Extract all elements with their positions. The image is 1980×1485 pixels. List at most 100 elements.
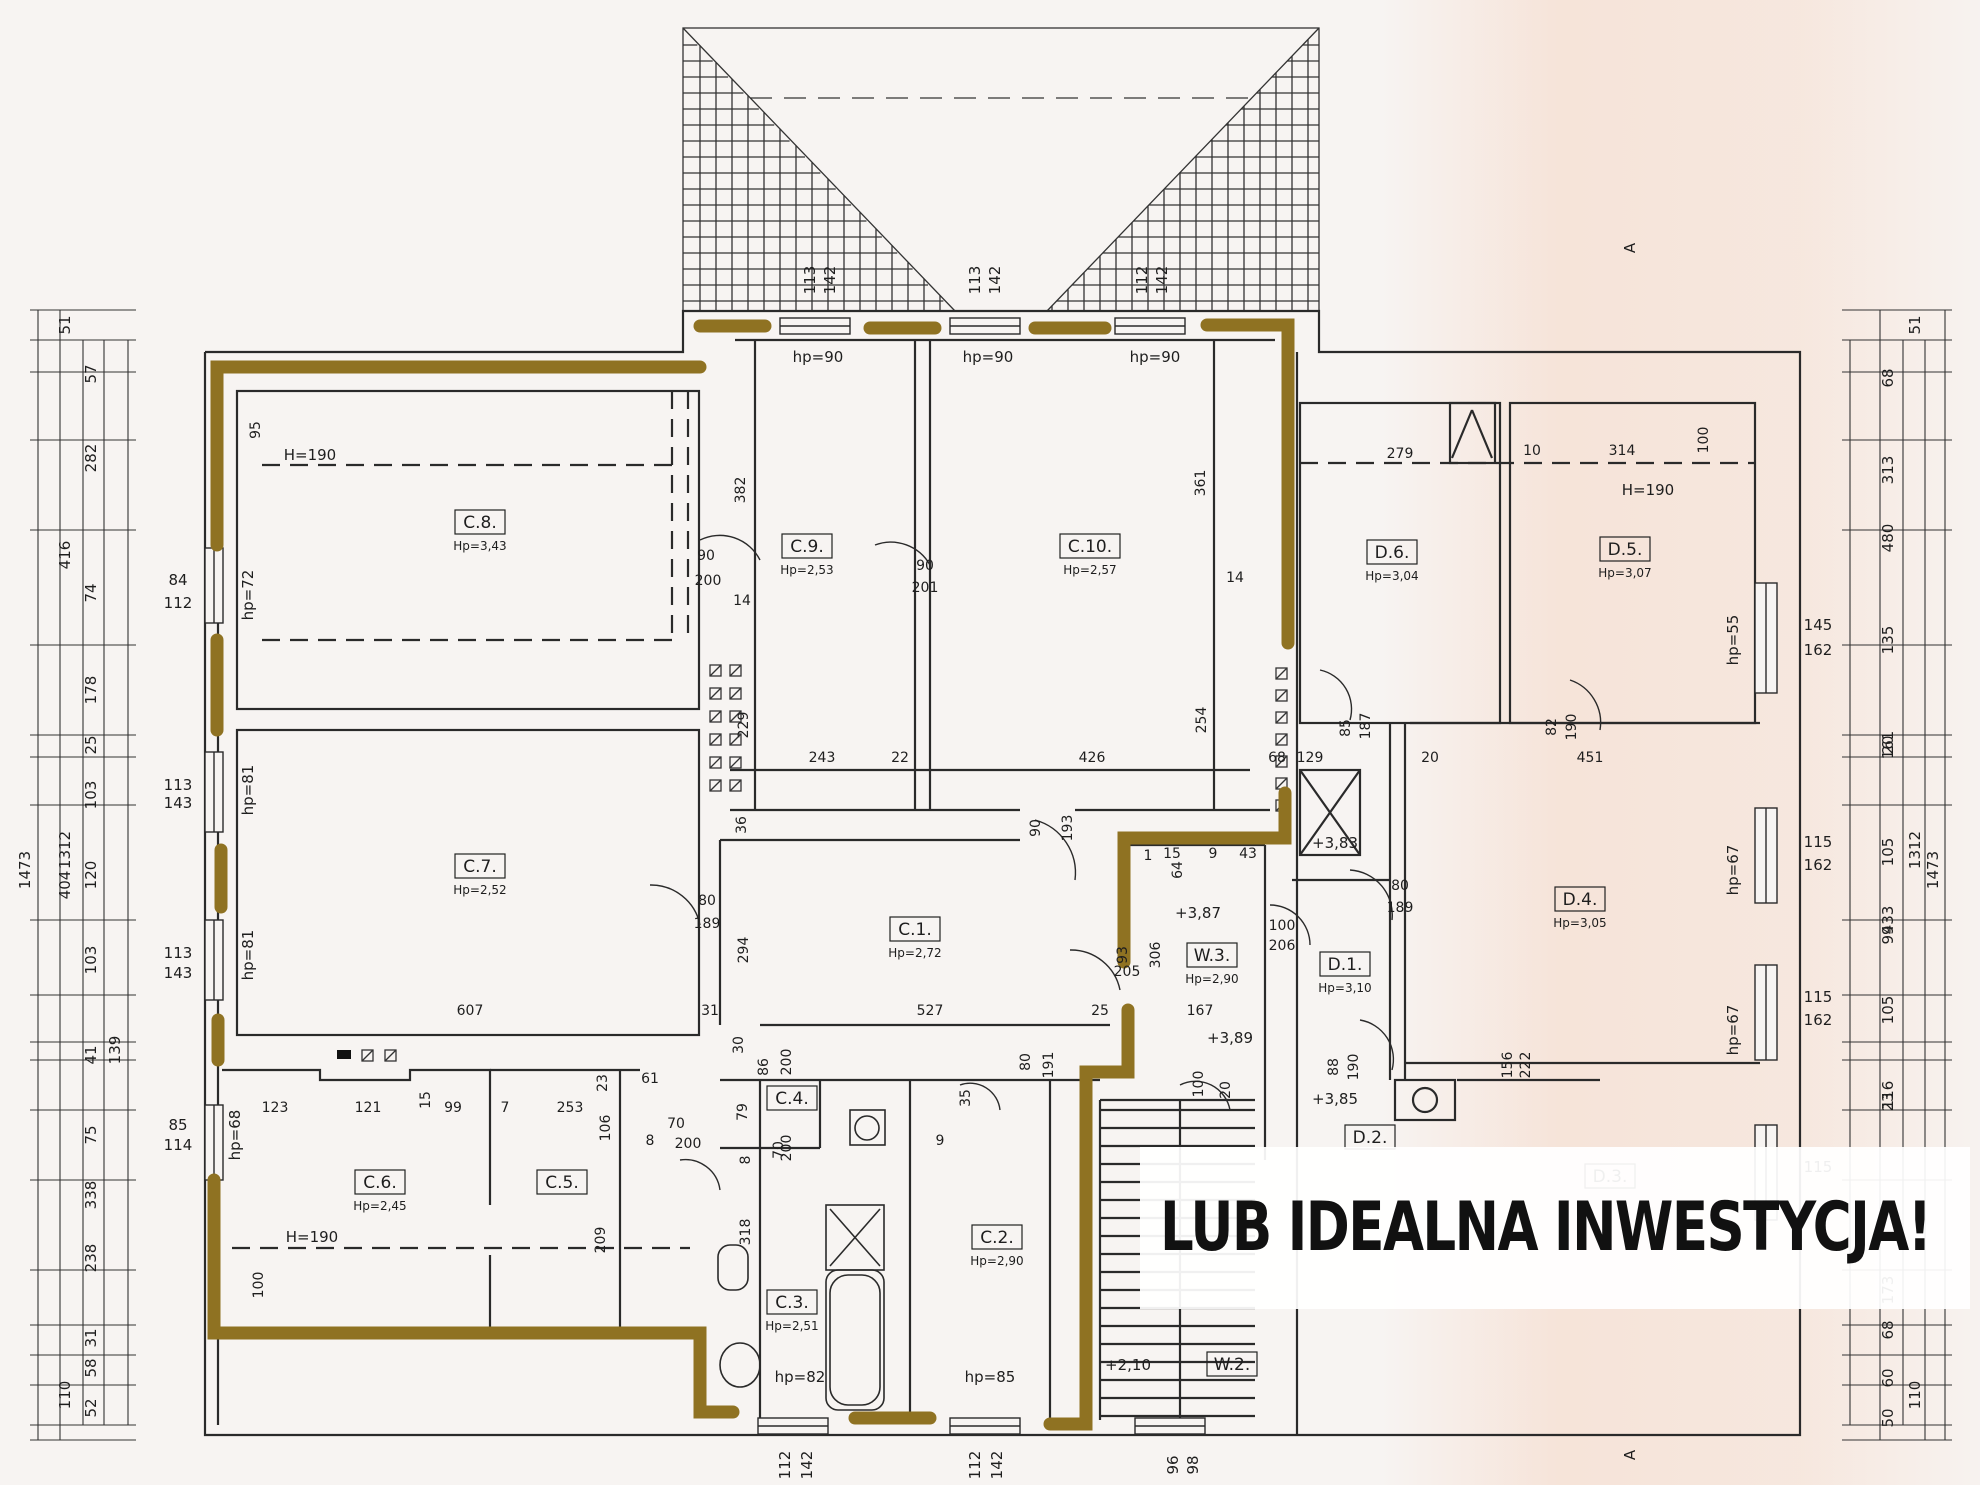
dim-window-left-7: 114: [164, 1136, 193, 1154]
dim-interior-46: 253: [557, 1100, 584, 1116]
dim-interior-78: 64: [1170, 861, 1186, 879]
bath-fixtures: [717, 1109, 886, 1411]
dim-right-10: 105: [1879, 996, 1897, 1025]
room-label-w2: W.2.: [1214, 1355, 1250, 1375]
dim-interior-17: 193: [1060, 815, 1076, 842]
dim-interior-53: 209: [593, 1227, 609, 1254]
dim-interior-25: 93: [1115, 946, 1131, 964]
dim-interior-58: 100: [1696, 427, 1712, 454]
dim-interior-16: 90: [1028, 819, 1044, 837]
dim-interior-9: 229: [736, 712, 752, 739]
dim-left-13: 75: [82, 1125, 100, 1144]
dim-window-left-6: 85: [168, 1116, 187, 1134]
window-sill-8: hp=85: [965, 1368, 1016, 1386]
dim-left-11: 41: [82, 1045, 100, 1064]
dim-left-19: 110: [56, 1381, 74, 1410]
dim-interior-5: 90: [916, 558, 934, 574]
dim-interior-36: 79: [735, 1103, 751, 1121]
dim-right-0: 51: [1906, 315, 1924, 334]
dim-window-bottom-0: 112: [776, 1451, 794, 1480]
window-sill-4: hp=81: [239, 765, 257, 816]
dim-left-6: 25: [82, 735, 100, 754]
room-height-c3: Hp=2,51: [765, 1319, 818, 1333]
dim-interior-8: 14: [1226, 570, 1244, 586]
door-swings: [649, 534, 1602, 1191]
room-label-d2: D.2.: [1353, 1128, 1388, 1148]
roof-hatch: [682, 27, 1320, 312]
ceiling-height-2: H=190: [1622, 481, 1674, 499]
room-label-c1: C.1.: [898, 920, 932, 940]
dim-interior-56: 10: [1523, 443, 1541, 459]
level-0: +3,83: [1312, 834, 1358, 852]
dim-right-6: 20: [1879, 735, 1897, 754]
dim-interior-67: 189: [1387, 900, 1414, 916]
room-c3: C.3.Hp=2,51: [765, 1289, 819, 1333]
dim-left-3: 416: [56, 541, 74, 570]
room-c8: C.8.Hp=3,43: [453, 509, 507, 553]
dim-interior-20: 294: [736, 937, 752, 964]
dim-left-7: 103: [82, 781, 100, 810]
dim-interior-35: 9: [936, 1133, 945, 1149]
window-sill-9: hp=55: [1724, 615, 1742, 666]
window-sill-1: hp=90: [963, 348, 1014, 366]
room-w3: W.3.Hp=2,90: [1185, 942, 1239, 986]
dim-left-12: 139: [106, 1036, 124, 1065]
dim-interior-24: 25: [1091, 1003, 1109, 1019]
dim-interior-75: 15: [1163, 846, 1181, 862]
window-sill-10: hp=67: [1724, 845, 1742, 896]
room-c10: C.10.Hp=2,57: [1059, 533, 1121, 577]
level-3: +3,85: [1312, 1090, 1358, 1108]
room-d6: D.6.Hp=3,04: [1365, 539, 1419, 583]
dim-interior-65: 451: [1577, 750, 1604, 766]
dim-window-bottom-2: 112: [966, 1451, 984, 1480]
dim-interior-12: 426: [1079, 750, 1106, 766]
dim-interior-52: 8: [646, 1133, 655, 1149]
dim-interior-77: 43: [1239, 846, 1257, 862]
room-label-d6: D.6.: [1375, 543, 1410, 563]
dim-window-right-0: 145: [1804, 616, 1833, 634]
room-label-c4: C.4.: [775, 1089, 809, 1109]
dim-window-right-3: 162: [1804, 856, 1833, 874]
dim-left-10: 103: [82, 946, 100, 975]
dim-window-bottom-3: 142: [988, 1451, 1006, 1480]
dim-window-top-3: 142: [986, 266, 1004, 295]
dim-interior-39: 8: [738, 1156, 754, 1165]
room-d5: D.5.Hp=3,07: [1598, 536, 1652, 580]
dim-window-right-4: 115: [1804, 988, 1833, 1006]
dim-interior-61: 129: [1297, 750, 1324, 766]
room-height-w3: Hp=2,90: [1185, 972, 1238, 986]
dim-interior-59: 85: [1338, 719, 1354, 737]
dim-interior-31: 200: [779, 1049, 795, 1076]
room-label-c6: C.6.: [363, 1173, 397, 1193]
dim-interior-68: 100: [1269, 918, 1296, 934]
room-label-c5: C.5.: [545, 1173, 579, 1193]
dim-interior-11: 22: [891, 750, 909, 766]
section-mark-1: A: [1621, 1449, 1639, 1460]
dim-interior-70: 88: [1326, 1058, 1342, 1076]
dim-left-8: 404: [56, 871, 74, 900]
dim-interior-73: 222: [1518, 1052, 1534, 1079]
dim-left-16: 31: [82, 1328, 100, 1347]
dim-right-8: 433: [1879, 906, 1897, 935]
dim-left-9: 120: [82, 861, 100, 890]
dim-right-11: 1312: [1906, 831, 1924, 869]
section-mark-0: A: [1621, 242, 1639, 253]
dim-right-3: 480: [1879, 524, 1897, 553]
room-c6: C.6.Hp=2,45: [353, 1169, 407, 1213]
dim-interior-21: 607: [457, 1003, 484, 1019]
dim-interior-37: 70: [771, 1141, 787, 1159]
dim-right-9: 99: [1879, 925, 1897, 944]
room-label-c9: C.9.: [790, 537, 824, 557]
room-height-d5: Hp=3,07: [1598, 566, 1651, 580]
dim-interior-40: 318: [738, 1219, 754, 1246]
room-height-d1: Hp=3,10: [1318, 981, 1371, 995]
ceiling-height-1: H=190: [286, 1228, 338, 1246]
dim-left-21: 1473: [16, 851, 34, 889]
dim-window-bottom-4: 96: [1164, 1455, 1182, 1474]
dim-window-right-2: 115: [1804, 833, 1833, 851]
dim-interior-28: 167: [1187, 1003, 1214, 1019]
dim-interior-51: 200: [675, 1136, 702, 1152]
dim-right-19: 110: [1906, 1381, 1924, 1410]
dim-interior-1: 90: [697, 548, 715, 564]
